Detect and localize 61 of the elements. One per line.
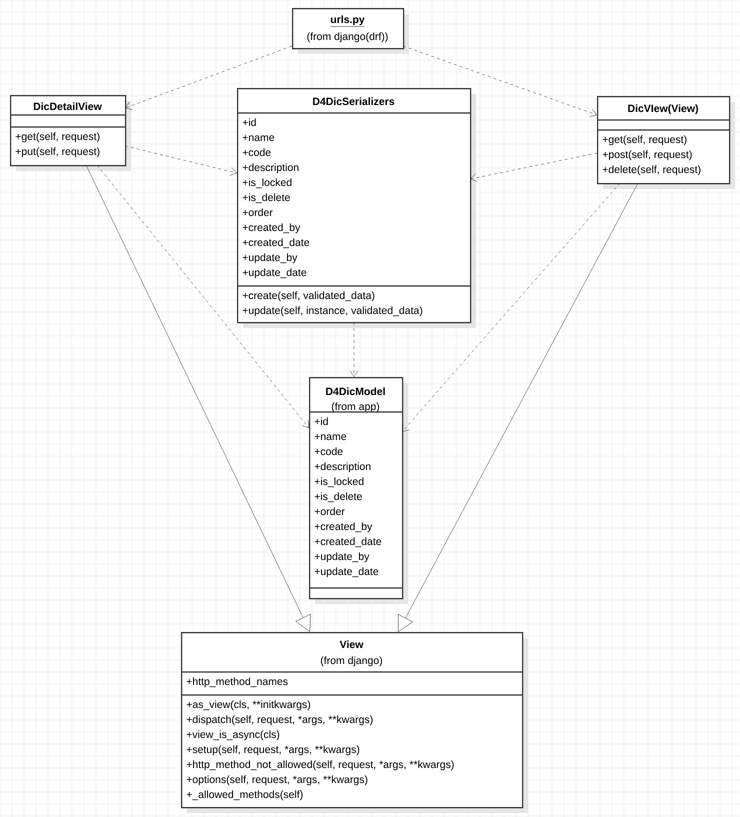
method-text: +setup(self, request, *args, **kwargs) bbox=[186, 745, 360, 756]
method-text: +view_is_async(cls) bbox=[186, 730, 280, 740]
dependency-arrow bbox=[402, 46, 597, 117]
method-text: +create(self, validated_data) bbox=[242, 291, 374, 302]
attribute-text: +update_by bbox=[242, 253, 298, 264]
package-label: (from django(drf)) bbox=[307, 32, 388, 42]
attribute-text: +update_date bbox=[242, 268, 306, 278]
method-text: +update(self, instance, validated_data) bbox=[242, 306, 422, 316]
attribute-text: +description bbox=[242, 163, 298, 174]
attribute-text: +update_by bbox=[314, 552, 370, 562]
method-text: +put(self, request) bbox=[16, 147, 100, 158]
dependency-arrow bbox=[350, 322, 358, 377]
attribute-text: +is_delete bbox=[314, 492, 362, 502]
class-box bbox=[292, 8, 409, 54]
method-text: +get(self, request) bbox=[602, 135, 686, 146]
method-text: +get(self, request) bbox=[16, 132, 100, 142]
attribute-text: +code bbox=[314, 447, 343, 456]
class-name: DicDetailView bbox=[34, 102, 102, 110]
method-text: +post(self, request) bbox=[602, 150, 692, 160]
dependency-arrow bbox=[124, 146, 237, 176]
dependency-arrow bbox=[470, 152, 598, 182]
method-text: +as_view(cls, **initkwargs) bbox=[186, 700, 310, 710]
attribute-text: +created_by bbox=[242, 223, 300, 234]
attribute-text: +id bbox=[314, 417, 328, 426]
class-box bbox=[181, 632, 528, 813]
attribute-text: +created_date bbox=[242, 238, 310, 248]
method-text: +dispatch(self, request, *args, **kwargs) bbox=[186, 715, 373, 726]
class-box bbox=[597, 96, 735, 189]
dependency-arrow bbox=[125, 46, 292, 110]
package-label: (from app) bbox=[332, 402, 380, 412]
attribute-text: +order bbox=[242, 208, 273, 216]
class-name: DicVIew(View) bbox=[628, 104, 698, 114]
attribute-text: +order bbox=[314, 507, 345, 516]
class-name: D4DicModel bbox=[326, 387, 385, 396]
class-box bbox=[309, 377, 408, 604]
attribute-text: +is_locked bbox=[242, 178, 292, 188]
method-text: +http_method_not_allowed(self, request, *args, **kwargs) bbox=[186, 760, 454, 770]
attribute-text: +http_method_names bbox=[186, 677, 288, 688]
attribute-text: +update_date bbox=[314, 567, 378, 578]
method-text: +delete(self, request) bbox=[602, 165, 700, 176]
package-label: (from django) bbox=[320, 656, 382, 666]
method-text: +_allowed_methods(self) bbox=[186, 790, 303, 800]
dependency-arrow bbox=[402, 182, 620, 432]
attribute-text: +description bbox=[314, 462, 370, 472]
generalization-arrow bbox=[398, 182, 638, 632]
method-text: +options(self, request, *args, **kwargs) bbox=[186, 775, 368, 786]
attribute-text: +is_locked bbox=[314, 477, 364, 488]
attribute-text: +is_delete bbox=[242, 193, 290, 204]
attribute-text: +created_date bbox=[314, 537, 382, 548]
class-box bbox=[237, 88, 476, 328]
generalization-arrow bbox=[86, 164, 311, 632]
class-name: D4DicSerializers bbox=[313, 97, 394, 106]
attribute-text: +id bbox=[242, 118, 256, 126]
class-box bbox=[10, 95, 131, 171]
attribute-text: +name bbox=[314, 434, 346, 440]
class-name: urls.py bbox=[330, 15, 365, 27]
class-name: View bbox=[340, 640, 364, 648]
attribute-text: +code bbox=[242, 148, 271, 156]
attribute-text: +created_by bbox=[314, 522, 372, 532]
attribute-text: +name bbox=[242, 134, 274, 142]
dependency-arrow bbox=[96, 164, 309, 428]
